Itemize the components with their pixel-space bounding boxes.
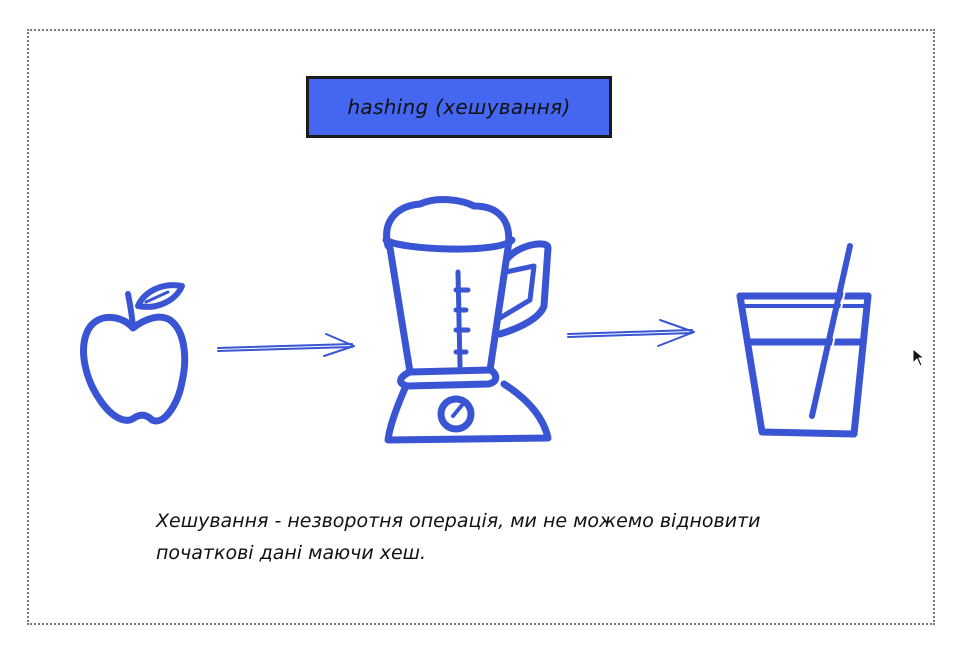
diagram-frame [27,29,935,625]
title-box: hashing (хешування) [306,76,612,138]
arrow-right-icon [567,319,695,347]
arrow-right-icon [217,333,355,357]
mouse-cursor-icon [912,348,926,367]
diagram-caption: Хешування - незворотня операція, ми не м… [156,505,856,569]
blender-icon [382,196,552,444]
caption-line-1: Хешування - незворотня операція, ми не м… [156,510,761,532]
juice-glass-icon [736,243,872,438]
apple-icon [80,282,189,425]
caption-line-2: початкові дані маючи хеш. [156,542,427,564]
diagram-title: hashing (хешування) [347,95,571,119]
